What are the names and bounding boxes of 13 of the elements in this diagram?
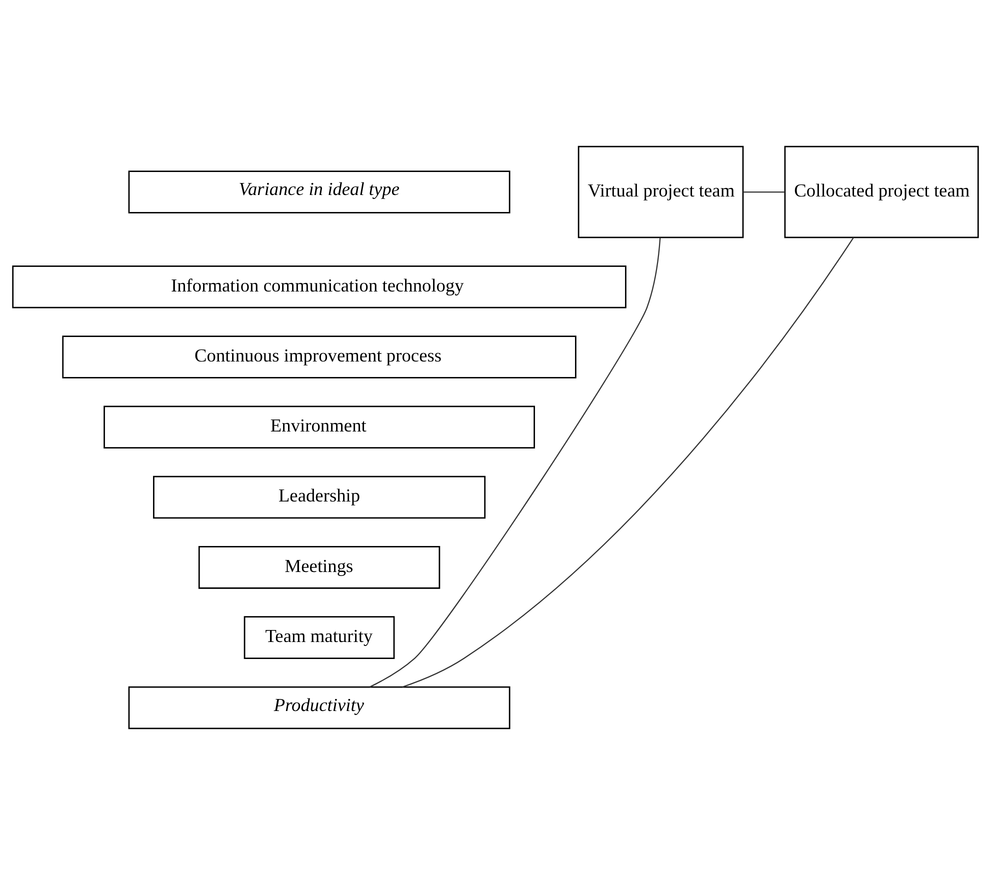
node-box: Productivity — [128, 686, 510, 729]
node-box: Information communication technology — [12, 265, 626, 308]
node-box: Leadership — [153, 475, 486, 518]
node-box: Virtual project team — [578, 145, 744, 238]
node-box: Variance in ideal type — [128, 170, 510, 213]
node-box: Continuous improvement process — [62, 335, 576, 378]
node-box: Team maturity — [244, 616, 395, 658]
connector — [743, 190, 785, 192]
node-box: Meetings — [198, 546, 440, 588]
node-box: Environment — [104, 405, 535, 448]
connector — [370, 237, 661, 687]
node-box: Collocated project team — [784, 145, 979, 238]
connector — [402, 236, 854, 688]
